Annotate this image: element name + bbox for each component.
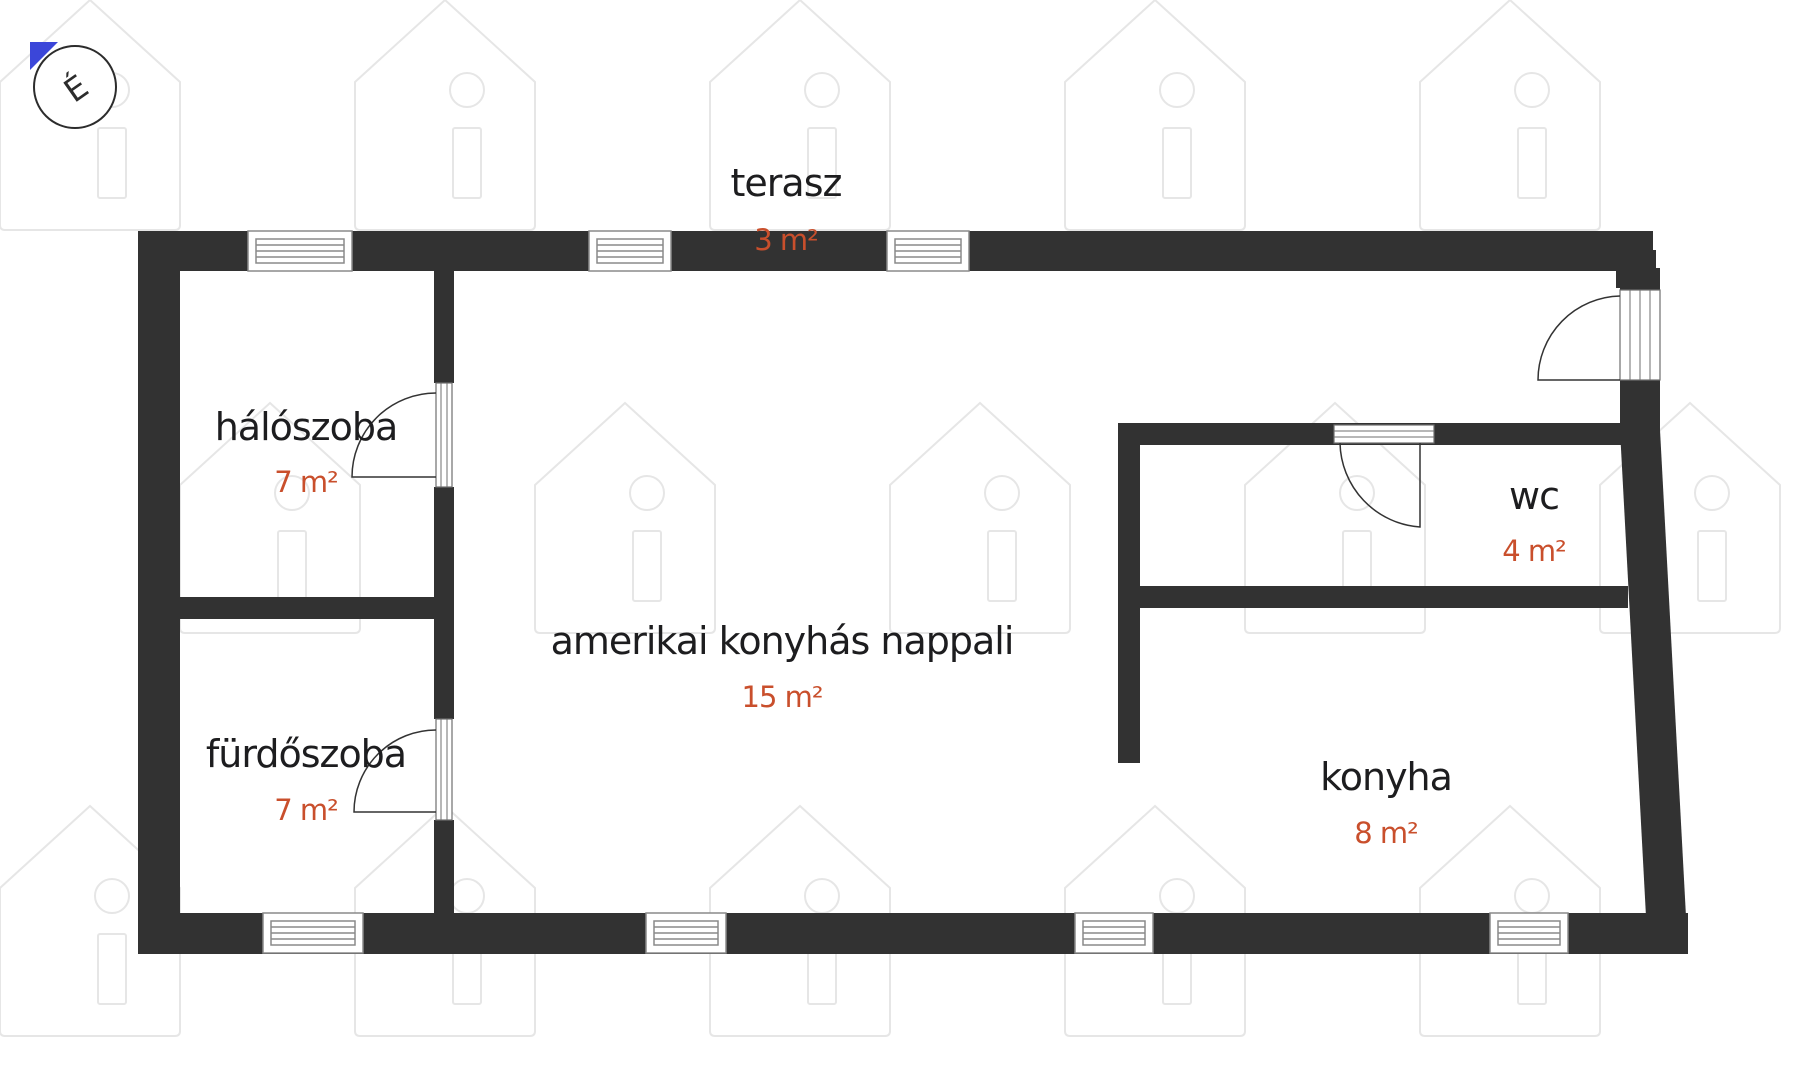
door-wc xyxy=(1333,424,1435,528)
window xyxy=(1074,912,1154,954)
room-area-nappali: 15 m² xyxy=(742,680,823,714)
door-haloszoba xyxy=(351,382,453,488)
room-name-terasz: terasz xyxy=(731,161,842,205)
window xyxy=(262,912,364,954)
house-info-icon xyxy=(889,402,1071,634)
door-furdoszoba xyxy=(353,718,453,821)
room-name-nappali: amerikai konyhás nappali xyxy=(551,619,1014,663)
door-entrance xyxy=(1537,289,1661,381)
room-name-konyha: konyha xyxy=(1320,755,1452,799)
room-area-furdoszoba: 7 m² xyxy=(274,793,338,827)
window xyxy=(645,912,727,954)
room-name-furdoszoba: fürdőszoba xyxy=(206,732,406,776)
window xyxy=(588,230,672,272)
house-info-icon xyxy=(354,0,536,231)
window xyxy=(247,230,353,272)
room-area-terasz: 3 m² xyxy=(754,223,818,257)
doors xyxy=(351,289,1661,821)
window xyxy=(886,230,970,272)
room-name-wc: wc xyxy=(1509,474,1559,518)
walls xyxy=(138,231,1688,954)
house-info-icon xyxy=(1064,0,1246,231)
house-info-icon xyxy=(534,402,716,634)
room-area-wc: 4 m² xyxy=(1502,534,1566,568)
room-name-haloszoba: hálószoba xyxy=(215,405,398,449)
room-area-konyha: 8 m² xyxy=(1354,816,1418,850)
room-labels: terasz 3 m² hálószoba 7 m² fürdőszoba 7 … xyxy=(206,161,1567,850)
watermark-layer xyxy=(0,0,1781,1037)
brand-logo-icon: É xyxy=(30,42,117,129)
windows xyxy=(247,230,1569,954)
room-area-haloszoba: 7 m² xyxy=(274,465,338,499)
house-info-icon xyxy=(1419,0,1601,231)
window xyxy=(1489,912,1569,954)
